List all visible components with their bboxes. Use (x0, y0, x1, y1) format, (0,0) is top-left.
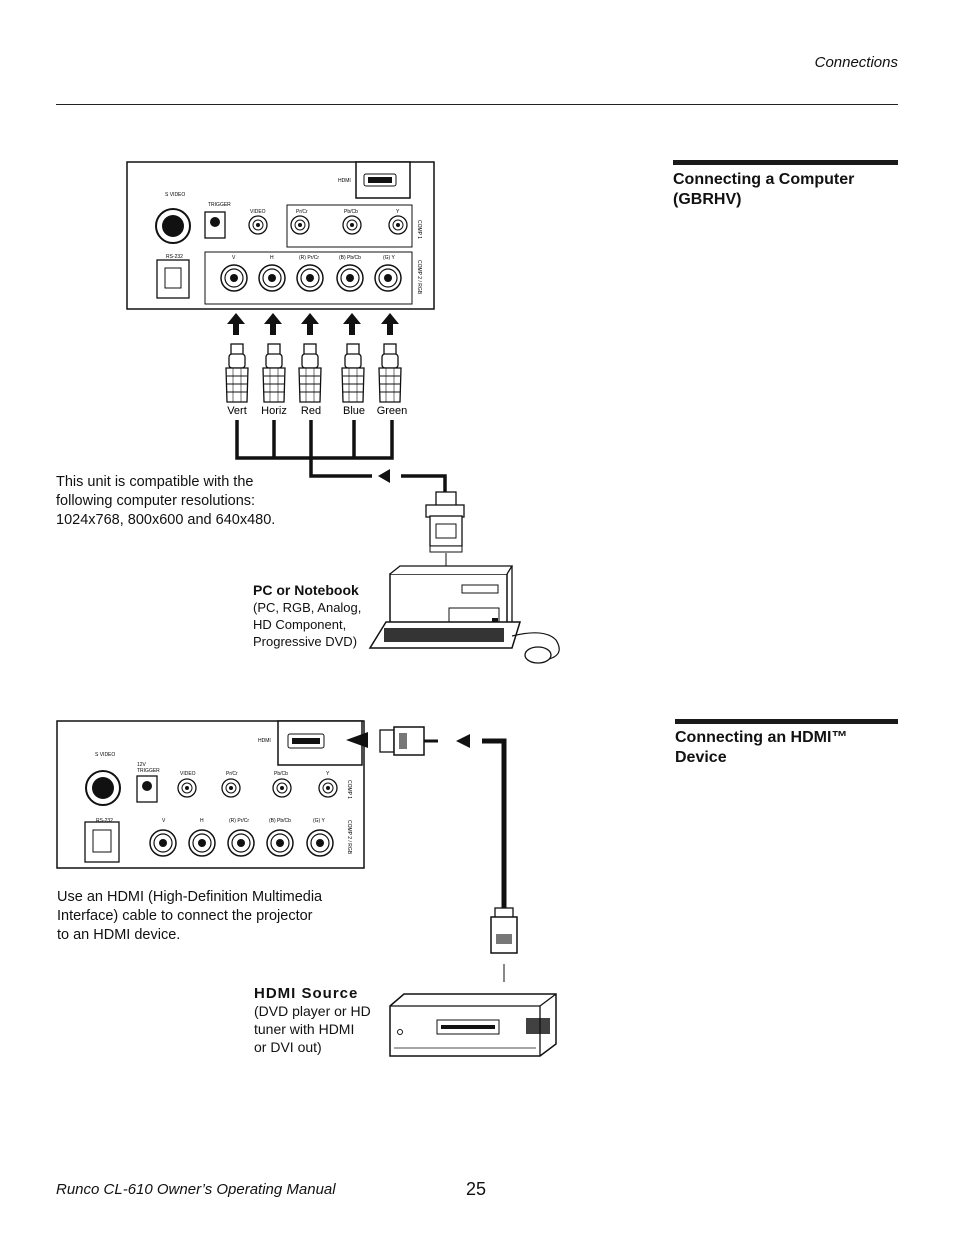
comp2-label: COMP 2 / RGB (416, 260, 422, 295)
compatibility-note: This unit is compatible with the followi… (56, 473, 275, 530)
g-y-label: (G) Y (313, 818, 326, 824)
v-label: V (232, 255, 236, 261)
hdmi-cable (482, 738, 507, 912)
b-pbcb-label: (B) Pb/Cb (339, 255, 361, 261)
cable-label-green: Green (377, 405, 408, 417)
arrow-up-icon (301, 313, 319, 335)
caption-title: PC or Notebook (253, 582, 359, 598)
note-line: following computer resolutions: (56, 493, 256, 509)
hdmi-plug-icon (490, 907, 518, 982)
prcr-label: Pr/Cr (226, 771, 238, 777)
svideo-label: S VIDEO (165, 192, 185, 198)
rs232-label: RS-232 (96, 818, 113, 824)
vga-cable (235, 420, 447, 494)
cable-label-horiz: Horiz (261, 405, 287, 417)
arrow-left-icon (346, 732, 368, 748)
note-line: to an HDMI device. (57, 927, 181, 943)
section-title-line: Connecting a Computer (673, 171, 855, 188)
rear-panel-diagram: HDMI S VIDEO TRIGGER VIDEO Pr/Cr Pb/Cb Y… (126, 161, 435, 310)
computer-icon (368, 565, 560, 664)
trigger-12v-label: 12V (137, 762, 147, 768)
section-title-hdmi: Connecting an HDMI™ Device (675, 728, 847, 768)
hdmi-source-caption: HDMI Source (DVD player or HD tuner with… (254, 985, 371, 1056)
section-bar (675, 719, 898, 724)
comp2-label: COMP 2 / RGB (346, 820, 352, 855)
arrow-up-icon (343, 313, 361, 335)
page-number: 25 (466, 1179, 487, 1199)
g-y-label: (G) Y (383, 255, 396, 261)
comp1-label: COMP 1 (346, 780, 352, 799)
dvd-player-icon (389, 993, 557, 1057)
arrow-up-icon (381, 313, 399, 335)
arrow-left-icon (378, 469, 390, 483)
cable-label-vert: Vert (227, 405, 247, 417)
h-label: H (200, 818, 204, 824)
caption-line: Progressive DVD) (253, 634, 358, 649)
bnc-connector-icon (341, 343, 365, 403)
svideo-label: S VIDEO (95, 752, 115, 758)
note-line: Use an HDMI (High-Definition Multimedia (57, 889, 323, 905)
trigger-label: TRIGGER (208, 202, 231, 208)
caption-line: tuner with HDMI (254, 1021, 355, 1037)
note-line: This unit is compatible with the (56, 474, 254, 490)
manual-title: Runco CL-610 Owner’s Operating Manual (56, 1181, 336, 1198)
y-label: Y (396, 209, 400, 215)
prcr-label: Pr/Cr (296, 209, 308, 215)
pbcb-label: Pb/Cb (274, 771, 288, 777)
running-header: Connections (814, 54, 898, 71)
bnc-connector-icon (298, 343, 322, 403)
note-line: 1024x768, 800x600 and 640x480. (56, 512, 276, 528)
hdmi-label: HDMI (258, 738, 271, 744)
section-title-line: Connecting an HDMI™ (675, 729, 848, 746)
comp1-label: COMP 1 (416, 220, 422, 239)
bnc-connector-icon (378, 343, 402, 403)
video-label: VIDEO (250, 209, 266, 215)
video-label: VIDEO (180, 771, 196, 777)
caption-line: (DVD player or HD (254, 1003, 371, 1019)
section-title-line: Device (675, 749, 727, 766)
hdmi-note: Use an HDMI (High-Definition Multimedia … (57, 888, 322, 945)
rear-panel-diagram: HDMI S VIDEO 12V TRIGGER VIDEO Pr/Cr Pb/… (56, 720, 365, 869)
header-rule (56, 104, 898, 105)
vga-connector-icon (425, 491, 465, 582)
y-label: Y (326, 771, 330, 777)
arrow-up-icon (227, 313, 245, 335)
arrow-left-icon (456, 734, 470, 748)
b-pbcb-label: (B) Pb/Cb (269, 818, 291, 824)
cable-label-red: Red (301, 405, 321, 417)
caption-line: HD Component, (253, 617, 347, 632)
caption-line: or DVI out) (254, 1039, 322, 1055)
bnc-connector-icon (262, 343, 286, 403)
section-title-computer: Connecting a Computer (GBRHV) (673, 170, 854, 210)
section-bar (673, 160, 898, 165)
h-label: H (270, 255, 274, 261)
caption-line: (PC, RGB, Analog, (253, 600, 362, 615)
cable-label-blue: Blue (343, 405, 365, 417)
caption-title: HDMI Source (254, 985, 359, 1002)
trigger-label: TRIGGER (137, 768, 160, 774)
v-label: V (162, 818, 166, 824)
pc-caption: PC or Notebook (PC, RGB, Analog, HD Comp… (253, 582, 361, 650)
arrow-up-icon (264, 313, 282, 335)
hdmi-plug-icon (379, 726, 438, 756)
r-prcr-label: (R) Pr/Cr (299, 255, 319, 261)
note-line: Interface) cable to connect the projecto… (57, 908, 313, 924)
section-title-line: (GBRHV) (673, 191, 742, 208)
r-prcr-label: (R) Pr/Cr (229, 818, 249, 824)
hdmi-label: HDMI (338, 178, 351, 184)
bnc-connector-icon (225, 343, 249, 403)
rs232-label: RS-232 (166, 254, 183, 260)
pbcb-label: Pb/Cb (344, 209, 358, 215)
